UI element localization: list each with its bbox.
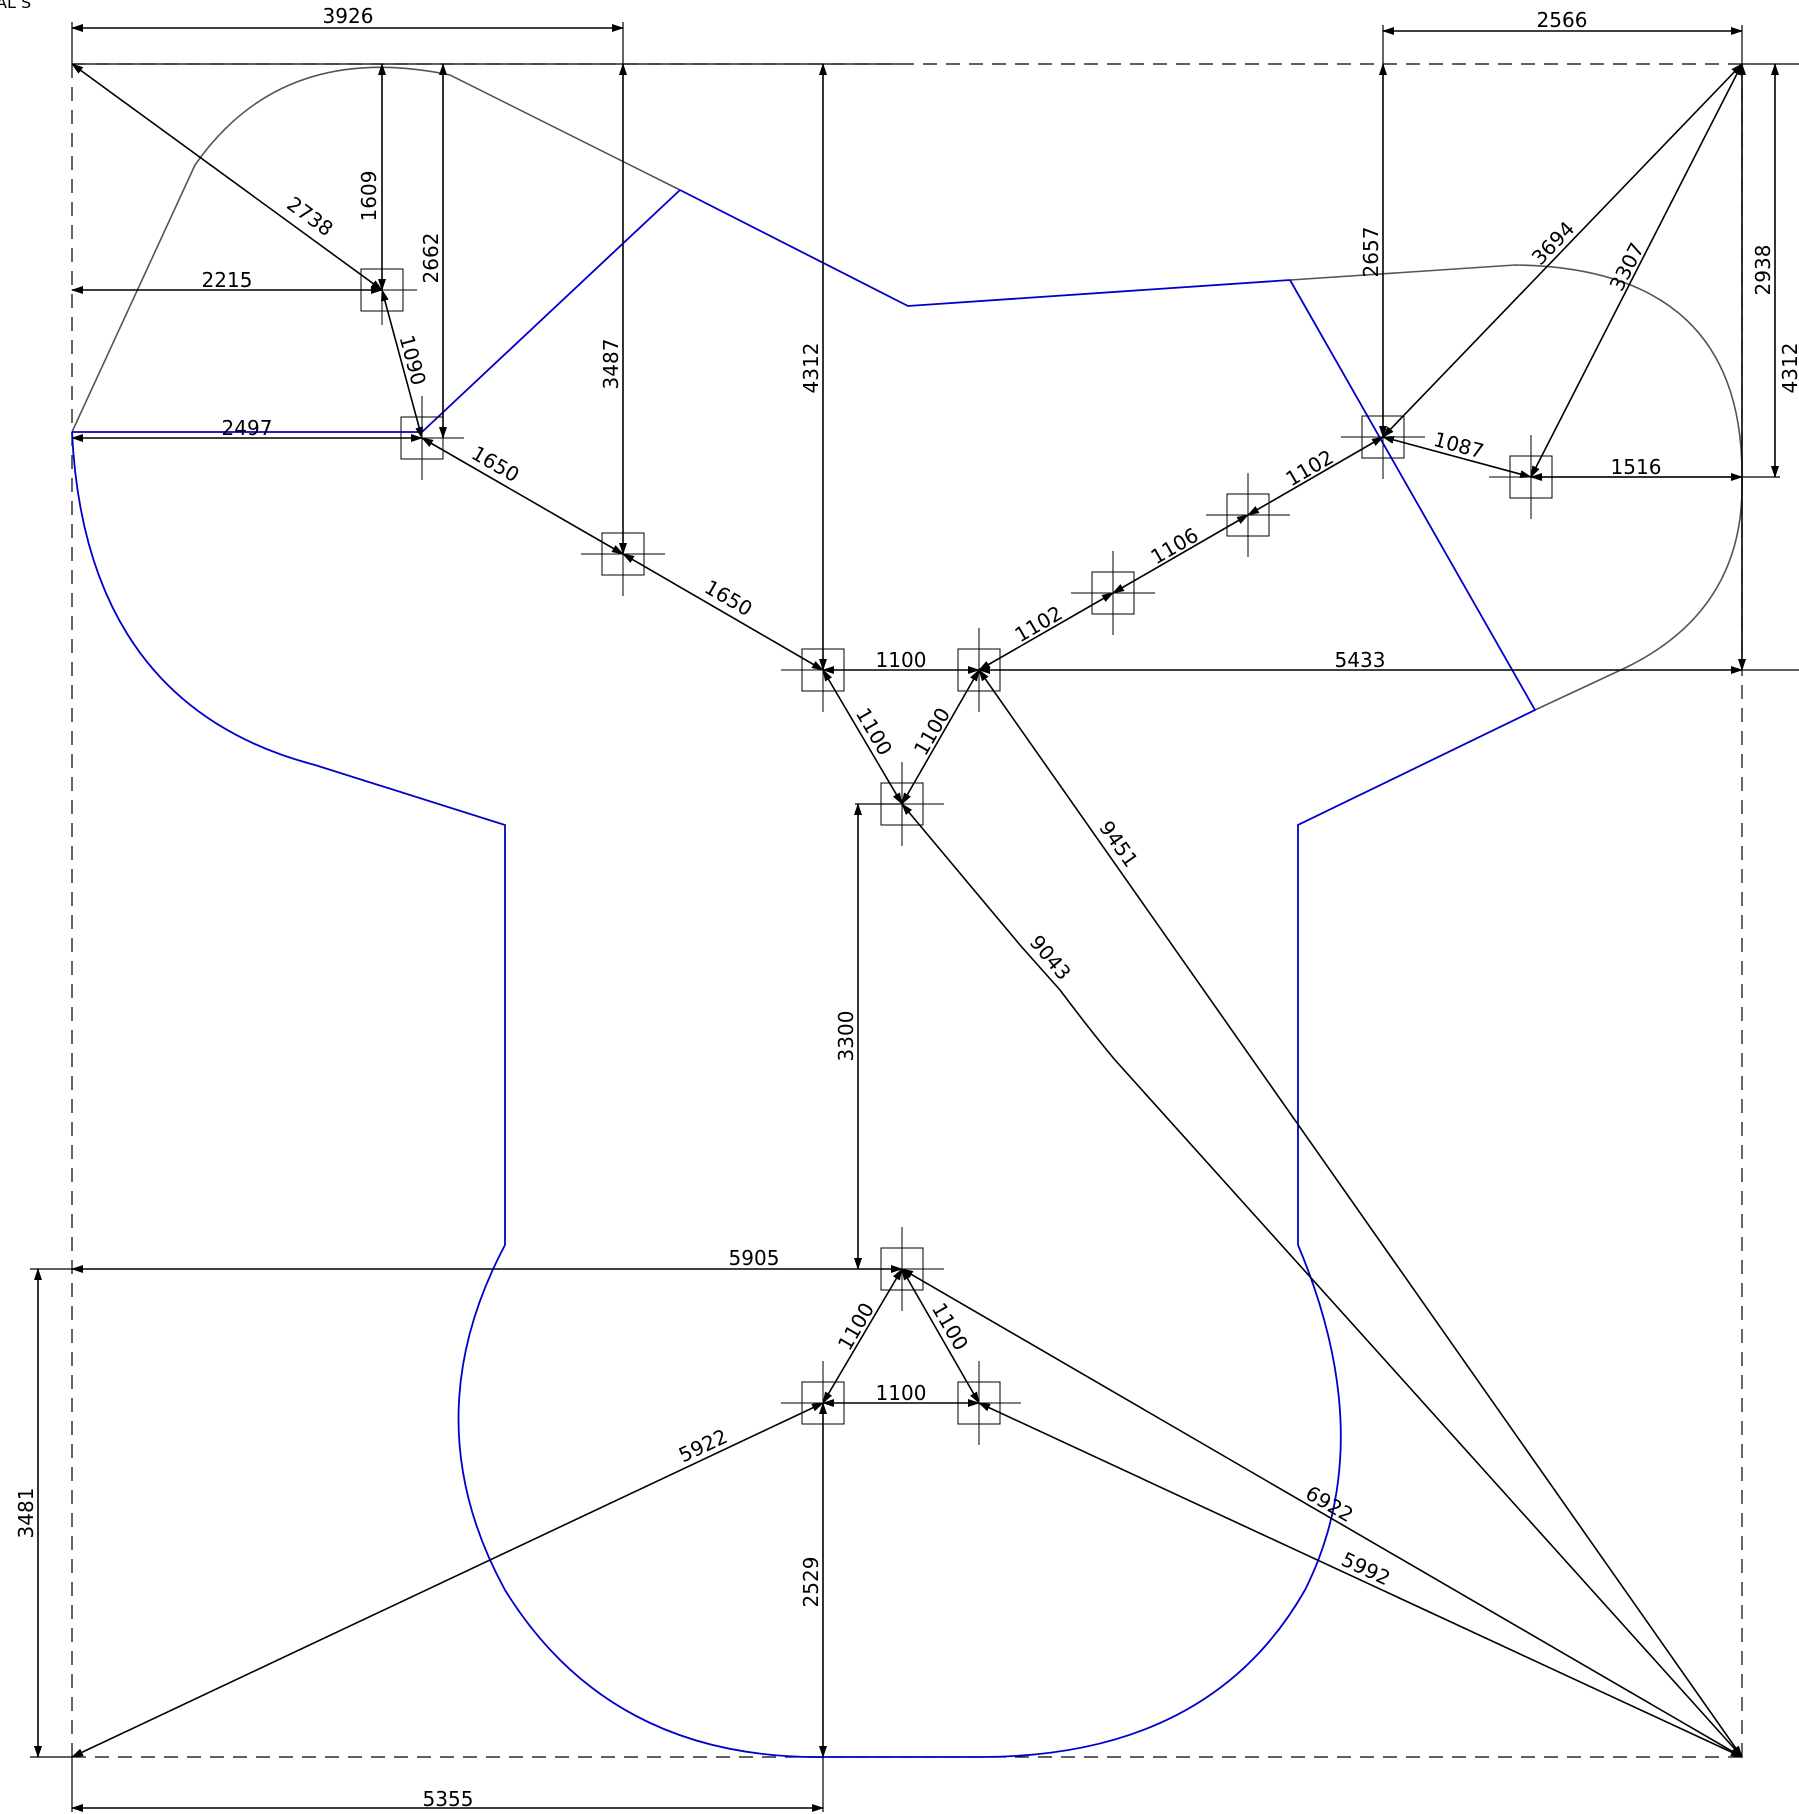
dim-4312-right: 4312: [1778, 343, 1799, 394]
dim-1650-b: 1650: [700, 575, 756, 621]
dim-3926: 3926: [323, 4, 374, 28]
corner-text: AL S: [0, 0, 31, 12]
point-markers: [347, 255, 1573, 1445]
dim-3481: 3481: [14, 1488, 38, 1539]
dim-5922: 5922: [675, 1424, 731, 1467]
dim-1102-b: 1102: [1281, 445, 1337, 491]
dim-3300: 3300: [834, 1011, 858, 1062]
dim-2738: 2738: [282, 192, 337, 241]
dim-1102-a: 1102: [1010, 601, 1066, 647]
dim-1100-bottom-horizontal: 1100: [876, 1381, 927, 1405]
dim-9043: 9043: [1025, 930, 1076, 984]
bounding-box: [71, 63, 1743, 1758]
dim-5905: 5905: [729, 1246, 780, 1270]
dim-1090: 1090: [395, 332, 431, 387]
dim-6922: 6922: [1301, 1481, 1357, 1527]
dim-1609: 1609: [357, 171, 381, 222]
dim-1516: 1516: [1611, 455, 1662, 479]
dim-2497: 2497: [222, 416, 273, 440]
dim-5433: 5433: [1335, 648, 1386, 672]
dim-2566: 2566: [1537, 8, 1588, 32]
dim-1100-bottom-left: 1100: [833, 1298, 879, 1354]
dim-2215: 2215: [202, 268, 253, 292]
grey-outline: [71, 66, 1743, 711]
dim-2657: 2657: [1359, 227, 1383, 278]
dim-1100-left: 1100: [851, 703, 897, 759]
dim-1100-horizontal: 1100: [876, 648, 927, 672]
dim-3487: 3487: [599, 339, 623, 390]
dimension-labels: 3926 2566 1609 2738 2662 2215 1090 2497 …: [14, 4, 1799, 1811]
dim-5992: 5992: [1338, 1547, 1394, 1590]
dim-3694: 3694: [1527, 216, 1580, 269]
dim-3307: 3307: [1605, 239, 1649, 295]
dim-5355: 5355: [423, 1787, 474, 1811]
dim-1106: 1106: [1146, 523, 1202, 569]
dim-2662: 2662: [419, 233, 443, 284]
dim-2529: 2529: [799, 1557, 823, 1608]
dim-1100-right: 1100: [909, 703, 955, 759]
blue-outline: [71, 189, 1537, 1758]
dim-4312-center: 4312: [799, 343, 823, 394]
dim-2938: 2938: [1751, 245, 1775, 296]
dimension-lines: [34, 24, 1779, 1812]
